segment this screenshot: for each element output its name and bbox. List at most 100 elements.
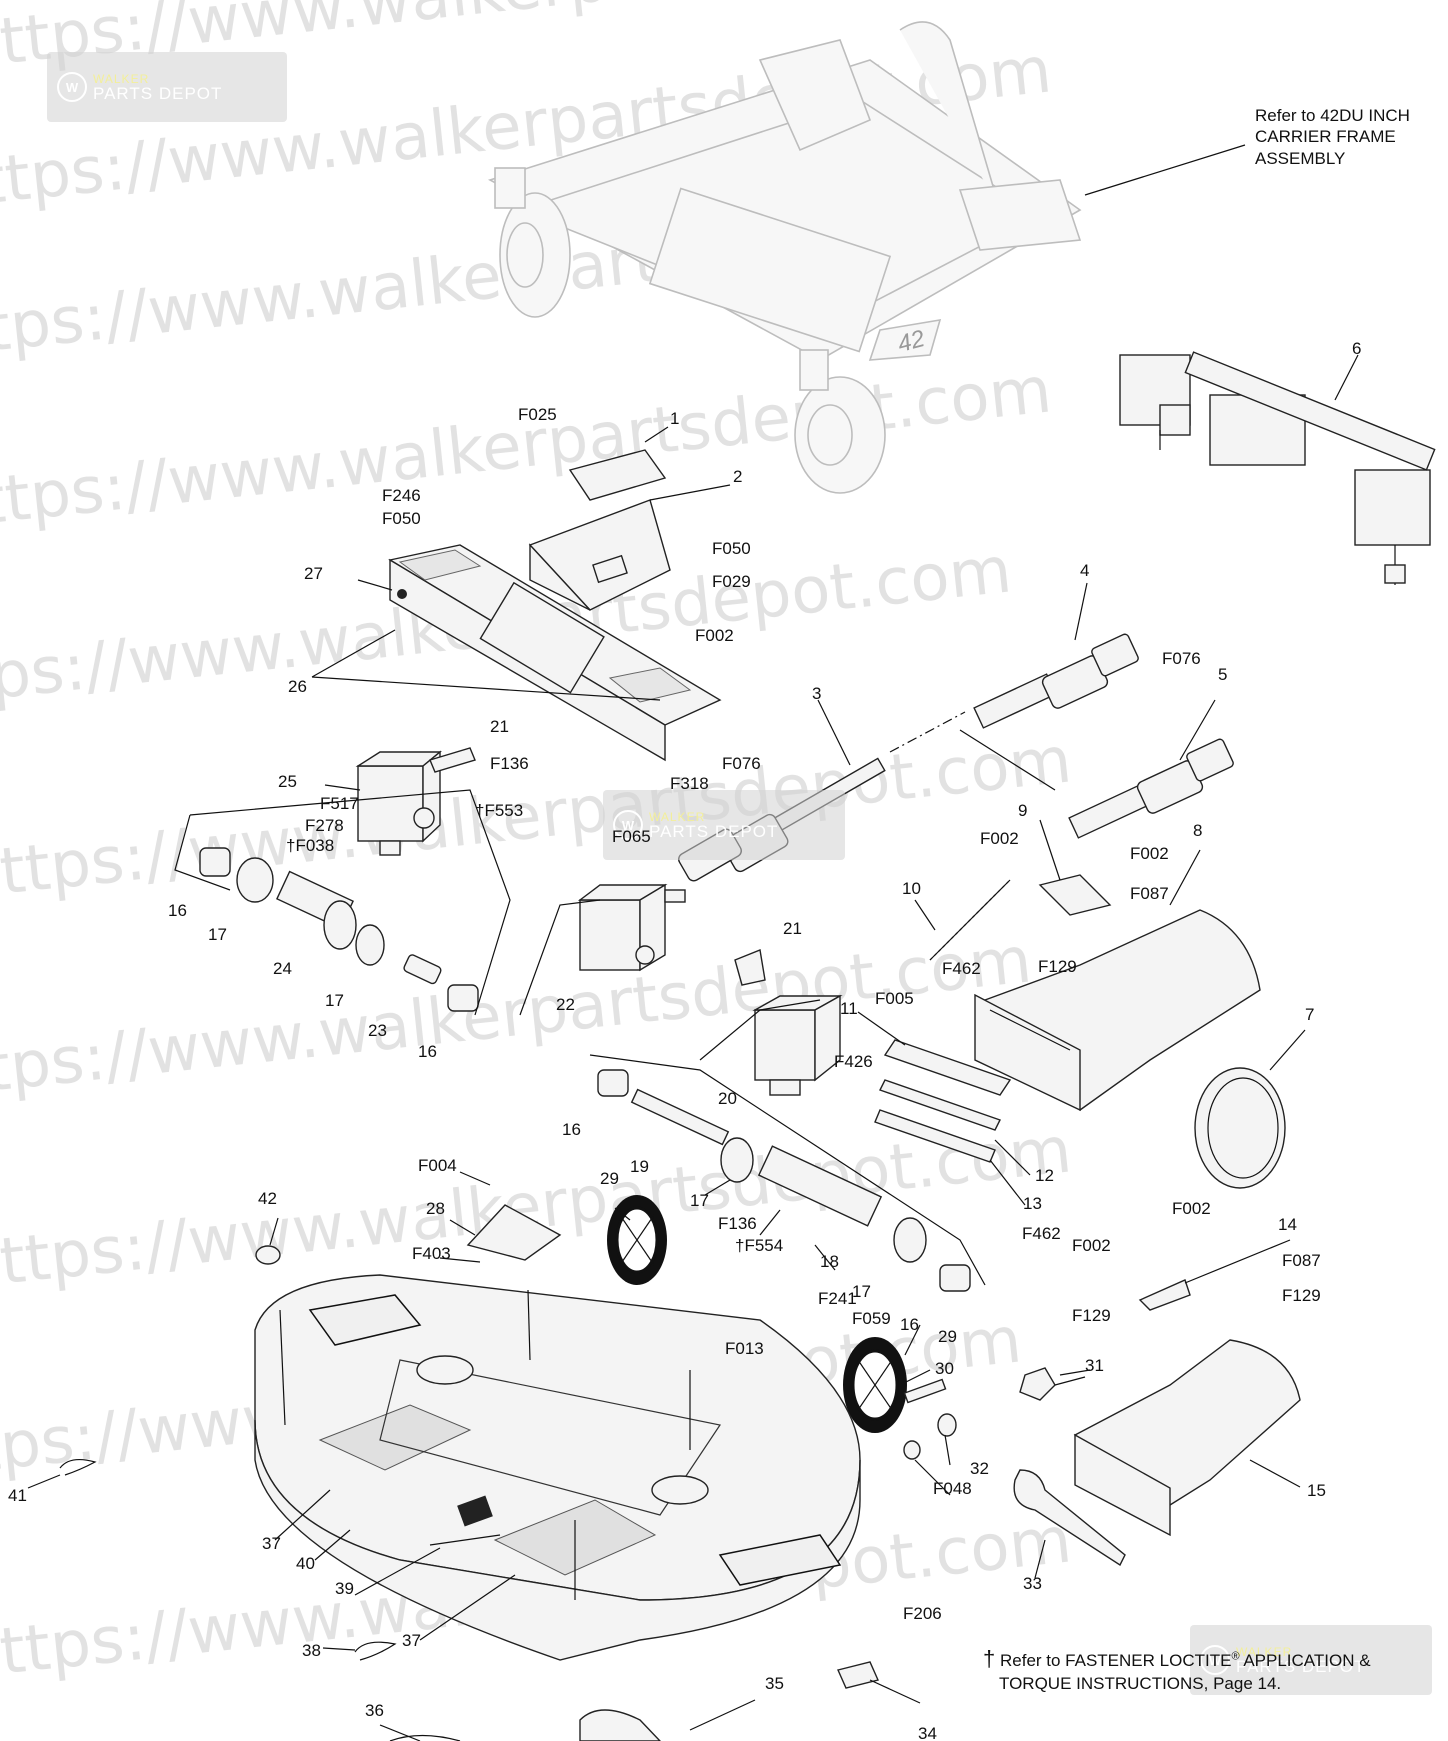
bracket-21	[734, 949, 766, 986]
callout-F002: F002	[1172, 1199, 1211, 1218]
hairpin-41	[59, 1458, 97, 1476]
bracket-21-top	[429, 747, 476, 773]
gearbox-assembly-6	[1119, 351, 1436, 585]
callout-F002: F002	[980, 829, 1019, 848]
registered-mark: ®	[1231, 1650, 1240, 1663]
callout-F554: †F554	[735, 1236, 784, 1255]
callout-F087: F087	[1130, 884, 1169, 903]
callout-F050: F050	[712, 539, 751, 558]
callout-F029: F029	[712, 572, 751, 591]
callout-F002: F002	[1072, 1236, 1111, 1255]
washer-F048	[903, 1440, 921, 1460]
callout-F403: F403	[412, 1244, 451, 1263]
callout-13: 13	[1023, 1194, 1042, 1213]
callout-29: 29	[600, 1169, 619, 1188]
callout-16: 16	[900, 1315, 919, 1334]
walker-logo-icon: W	[57, 72, 87, 102]
callout-F002: F002	[695, 626, 734, 645]
callout-20: 20	[718, 1089, 737, 1108]
callout-31: 31	[1085, 1356, 1104, 1375]
callout-36: 36	[365, 1701, 384, 1720]
callout-17: 17	[208, 925, 227, 944]
shield-2	[528, 499, 671, 611]
brand-top-text: WALKER	[1236, 1644, 1293, 1659]
callout-F076: F076	[722, 754, 761, 773]
callout-29: 29	[938, 1327, 957, 1346]
callout-32: 32	[970, 1459, 989, 1478]
shaft-19	[597, 1069, 971, 1292]
gearbox-22	[577, 883, 686, 972]
brand-bottom-text: PARTS DEPOT	[1236, 1656, 1366, 1676]
walker-logo-icon: W	[613, 810, 643, 840]
callout-26: 26	[288, 677, 307, 696]
dagger-symbol: †	[983, 1646, 996, 1671]
spring-10	[929, 879, 1011, 961]
discharge-chute-8	[974, 909, 1261, 1112]
callout-24: 24	[273, 959, 292, 978]
callout-3: 3	[812, 684, 822, 703]
callout-23: 23	[368, 1021, 387, 1040]
brand-bottom-text: PARTS DEPOT	[93, 83, 223, 103]
bracket-9	[1038, 874, 1112, 916]
callout-19: 19	[630, 1157, 649, 1176]
callout-F246: F246	[382, 486, 421, 505]
callout-F013: F013	[725, 1339, 764, 1358]
footnote-line1b: APPLICATION &	[1239, 1651, 1371, 1670]
callout-F136: F136	[718, 1214, 757, 1233]
callout-F318: F318	[670, 774, 709, 793]
yoke-4	[973, 633, 1139, 729]
walker-logo-icon: W	[1200, 1645, 1230, 1675]
callout-F426: F426	[834, 1052, 873, 1071]
footnote-line1a: Refer to FASTENER LOCTITE	[999, 1651, 1232, 1670]
callout-F087: F087	[1282, 1251, 1321, 1270]
callout-F278: F278	[305, 816, 344, 835]
carrier-frame-ghost	[487, 21, 1082, 494]
deck-top-cover-27	[388, 544, 722, 762]
callout-21: 21	[783, 919, 802, 938]
callout-F050: F050	[382, 509, 421, 528]
callout-12: 12	[1035, 1166, 1054, 1185]
callout-F462: F462	[942, 959, 981, 978]
wrench-33	[1013, 1469, 1126, 1567]
cover-plate-1	[568, 449, 667, 501]
callout-F048: F048	[933, 1479, 972, 1498]
callout-37: 37	[262, 1534, 281, 1553]
callout-F059: F059	[852, 1309, 891, 1328]
gearbox-20	[752, 994, 843, 1096]
callout-40: 40	[296, 1554, 315, 1573]
bracket-14	[1138, 1279, 1191, 1311]
plate-34	[837, 1661, 879, 1689]
callout-37: 37	[402, 1631, 421, 1650]
brand-bottom-text: PARTS DEPOT	[649, 821, 779, 841]
callout-16: 16	[418, 1042, 437, 1061]
callout-35: 35	[765, 1674, 784, 1693]
callout-33: 33	[1023, 1574, 1042, 1593]
discharge-chute-15	[1073, 1339, 1301, 1537]
callout-F462: F462	[1022, 1224, 1061, 1243]
callout-16: 16	[168, 901, 187, 920]
part-35	[579, 1709, 661, 1741]
watermark-logo-badge: W WALKER PARTS DEPOT	[1190, 1625, 1432, 1695]
brand-top-text: WALKER	[649, 809, 706, 824]
callout-22: 22	[556, 995, 575, 1014]
strips-12	[874, 1079, 1001, 1163]
bolt-30	[903, 1378, 947, 1404]
callout-11: 11	[840, 999, 858, 1018]
pulley-29-left	[607, 1195, 667, 1285]
callout-F004: F004	[418, 1156, 457, 1175]
brand-top-text: WALKER	[93, 71, 150, 86]
callout-14: 14	[1278, 1215, 1297, 1234]
gearbox-25	[355, 750, 442, 856]
pulley-29-right	[843, 1337, 907, 1433]
watermark-logo-badge: W WALKER PARTS DEPOT	[603, 790, 845, 860]
callout-4: 4	[1080, 561, 1090, 580]
callout-F129: F129	[1282, 1286, 1321, 1305]
callout-38: 38	[302, 1641, 321, 1660]
carrier-frame-reference-note: Refer to 42DU INCH CARRIER FRAME ASSEMBL…	[1255, 105, 1448, 169]
callout-F038: †F038	[286, 836, 335, 855]
callout-F241: F241	[818, 1289, 857, 1308]
callout-9: 9	[1018, 801, 1028, 820]
bracket-28	[466, 1204, 562, 1261]
callout-6: 6	[1352, 339, 1362, 358]
